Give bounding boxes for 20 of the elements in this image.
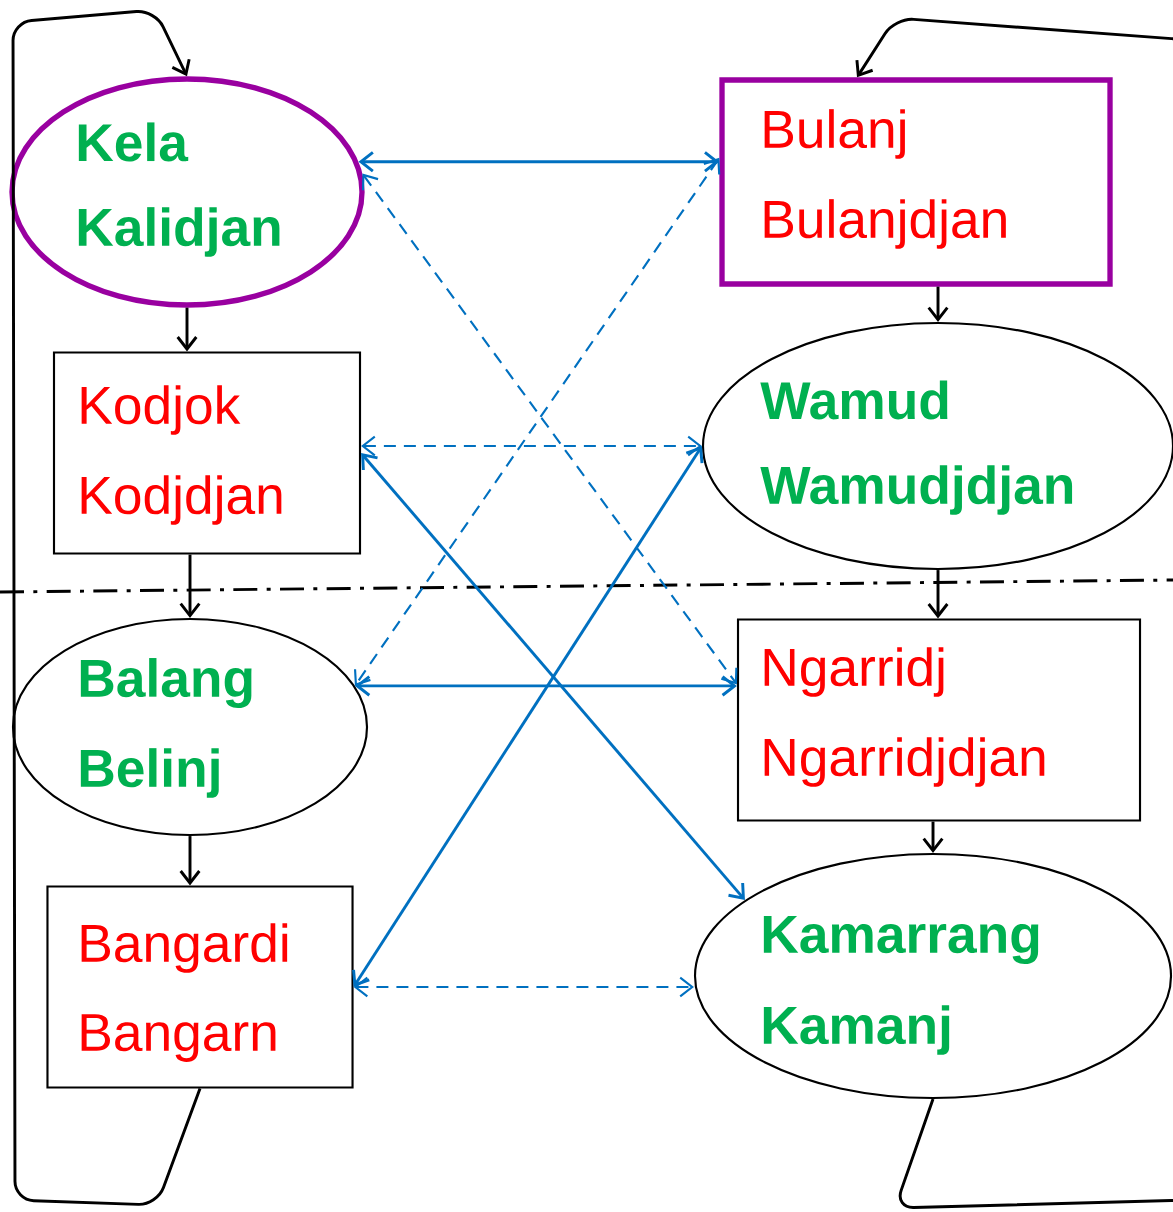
- arrow: [922, 821, 944, 853]
- box-node: Ngarridj Ngarridjdjan: [736, 618, 1142, 822]
- loop-arrow: [855, 17, 1173, 1209]
- oval-node: Kela Kalidjan: [9, 76, 365, 308]
- arrow: [927, 570, 949, 619]
- dashed-arrow: [361, 435, 702, 457]
- arrow: [361, 453, 745, 901]
- loop-arrow: [11, 10, 202, 1206]
- box-node: Bulanj Bulanjdjan: [719, 77, 1113, 287]
- arrow: [179, 554, 201, 618]
- box-node: Kodjok Kodjdjan: [52, 351, 362, 555]
- oval-node: Kamarrang Kamanj: [693, 852, 1173, 1100]
- oval-node: Balang Belinj: [11, 617, 369, 837]
- arrow: [354, 675, 737, 697]
- arrow: [352, 446, 704, 987]
- arrow: [179, 836, 201, 886]
- arrow: [927, 286, 949, 322]
- arrow: [176, 307, 198, 352]
- dashed-arrow: [353, 976, 694, 998]
- box-node: Bangardi Bangarn: [46, 885, 354, 1089]
